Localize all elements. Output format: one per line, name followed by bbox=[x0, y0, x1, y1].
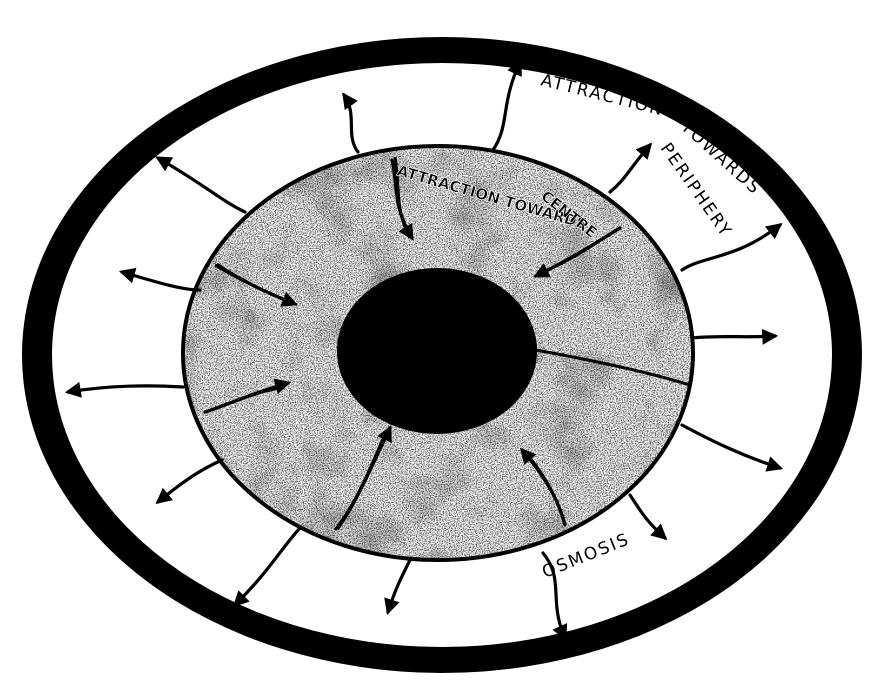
nucleus bbox=[337, 268, 537, 434]
